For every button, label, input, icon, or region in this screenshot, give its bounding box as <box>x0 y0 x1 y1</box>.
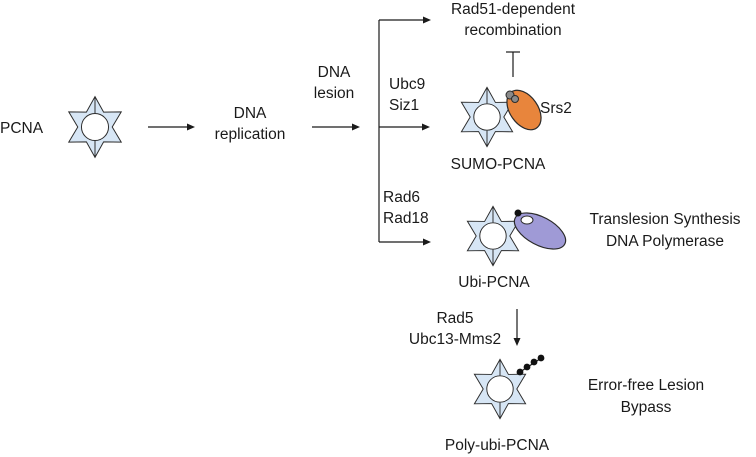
pcna-label: PCNA <box>0 120 44 137</box>
rad5-label: Rad5 <box>436 310 473 327</box>
ubc13-label: Ubc13-Mms2 <box>409 331 501 348</box>
polyubi-pcna-label: Poly-ubi-PCNA <box>445 437 550 454</box>
ubiquitin <box>514 209 522 217</box>
errorfree-label-1: Error-free Lesion <box>588 377 704 394</box>
rad51-label-2: recombination <box>464 22 561 39</box>
polyubiquitin-chain <box>516 354 545 376</box>
rad6-label: Rad6 <box>383 189 420 206</box>
dna-lesion-label-2: lesion <box>314 85 355 102</box>
ubc9-label: Ubc9 <box>389 76 425 93</box>
arrowhead-replication <box>187 123 195 131</box>
srs2-label: Srs2 <box>540 100 572 117</box>
polyubi-pcna-ring <box>473 358 527 420</box>
arrowhead-polyubi <box>513 338 521 346</box>
dna-replication-label-1: DNA <box>234 105 267 122</box>
sumo-pcna-label: SUMO-PCNA <box>451 156 546 173</box>
dna-replication-label-2: replication <box>215 126 286 143</box>
arrowhead-ubi <box>423 238 431 246</box>
tls-label-1: Translesion Synthesis <box>589 211 740 228</box>
sumo-pcna-ring <box>460 86 514 148</box>
rad18-label: Rad18 <box>383 210 429 227</box>
ubi-pcna-ring <box>466 205 520 267</box>
arrowhead-lesion <box>352 123 360 131</box>
rad51-label-1: Rad51-dependent <box>451 1 576 18</box>
arrowhead-sumo <box>422 123 430 131</box>
pcna-ring <box>68 96 122 158</box>
errorfree-label-2: Bypass <box>621 399 672 416</box>
arrowhead-rad51 <box>423 16 431 24</box>
ubi-pcna-label: Ubi-PCNA <box>458 274 530 291</box>
tls-label-2: DNA Polymerase <box>606 233 724 250</box>
dna-lesion-label-1: DNA <box>318 64 351 81</box>
sumo-modifier-2 <box>511 95 519 103</box>
siz1-label: Siz1 <box>389 97 419 114</box>
polymerase-pocket <box>520 215 534 225</box>
